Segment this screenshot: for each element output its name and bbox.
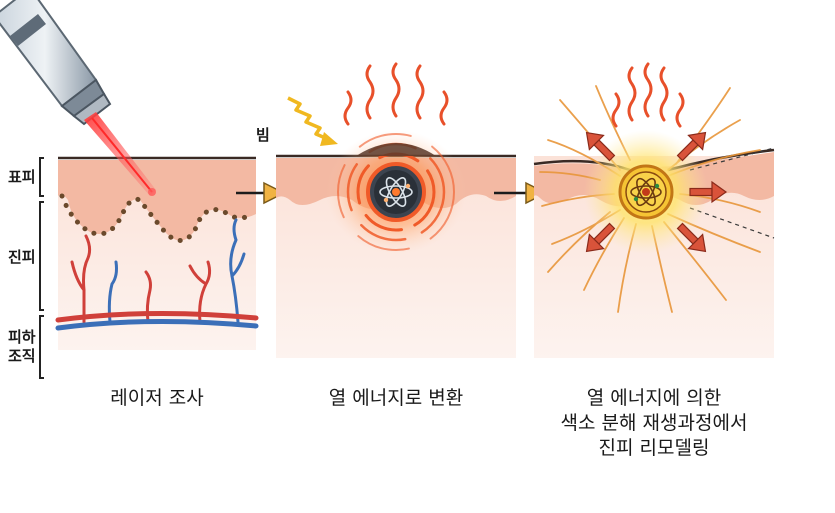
layer-brackets: [39, 157, 44, 379]
caption-step-2: 열 에너지로 변환: [276, 386, 516, 411]
label-subcutis-1: 피하: [8, 328, 36, 346]
label-beam: 빔: [256, 126, 270, 144]
caption-step-2-text: 열 에너지로 변환: [328, 387, 464, 409]
epidermis-layer-1: [58, 160, 256, 241]
caption-step-3-line-1: 열 에너지에 의한: [586, 387, 722, 409]
label-epidermis: 표피: [8, 168, 36, 186]
panel-laser-irradiation: [0, 0, 259, 350]
laser-handpiece: [0, 0, 112, 126]
caption-step-1-text: 레이저 조사: [110, 387, 204, 409]
caption-step-1: 레이저 조사: [58, 386, 256, 411]
surface-burn-mound: [356, 143, 436, 156]
panel-heat-conversion: [276, 62, 516, 358]
heat-waves-up-2: [343, 62, 449, 126]
panel-dermal-remodeling: [533, 62, 775, 358]
caption-step-3: 열 에너지에 의한 색소 분해 재생과정에서 진피 리모델링: [534, 386, 774, 461]
laser-target-spot: [148, 188, 156, 196]
heat-waves-up-3: [611, 62, 685, 128]
guide-lines: [689, 147, 775, 239]
beam-zigzag-icon: [287, 96, 338, 146]
melanin-pigment-line: [59, 193, 255, 243]
label-subcutis-2: 조직: [8, 347, 36, 365]
flow-arrow-1: [236, 181, 286, 205]
molecule-icon-heat: [366, 162, 426, 222]
label-dermis: 진피: [8, 248, 36, 266]
molecule-icon-remodel: [618, 164, 674, 220]
outward-arrows: [585, 131, 728, 253]
caption-step-3-line-3: 진피 리모델링: [598, 437, 710, 459]
caption-step-3-line-2: 색소 분해 재생과정에서: [560, 412, 748, 434]
blood-vessels-1: [55, 218, 259, 331]
